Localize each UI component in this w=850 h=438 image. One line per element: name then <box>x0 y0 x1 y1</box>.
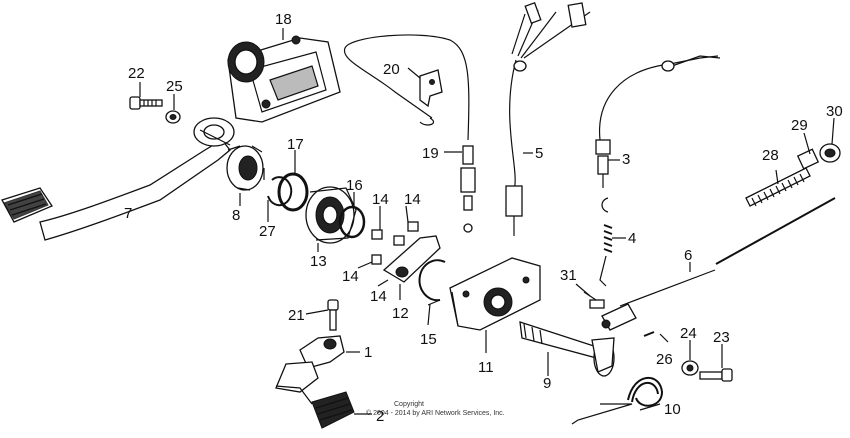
shift-pedal-rubber-2 <box>311 391 355 429</box>
cover-11 <box>449 257 541 331</box>
label-part-30: 30 <box>826 103 843 120</box>
label-part-19: 19 <box>422 145 439 162</box>
kick-starter-arm <box>39 117 235 241</box>
label-part-28: 28 <box>762 147 779 164</box>
rod-6 <box>601 197 836 331</box>
copyright-notice: Copyright © 2004 - 2014 by ARI Network S… <box>366 401 505 417</box>
label-part-3: 3 <box>622 151 630 168</box>
gear-13 <box>305 186 357 244</box>
circlip-27 <box>267 176 293 207</box>
cap-30 <box>819 143 841 163</box>
ring-17 <box>277 172 309 212</box>
shaft-9 <box>519 321 615 377</box>
nut-24 <box>681 360 699 376</box>
label-part-14c: 14 <box>342 268 359 285</box>
wire-5 <box>505 1 591 236</box>
part-labels: 22 25 18 20 19 5 3 4 29 30 28 6 31 7 8 2… <box>124 11 843 425</box>
copyright-line-2: © 2004 - 2014 by ARI Network Services, I… <box>366 409 505 417</box>
nut-29 <box>796 148 820 170</box>
label-part-16: 16 <box>346 177 363 194</box>
kick-pedal-rubber <box>1 187 53 223</box>
label-part-29: 29 <box>791 117 808 134</box>
bolt-31 <box>583 291 605 309</box>
label-part-9: 9 <box>543 375 551 392</box>
spring-4 <box>599 197 613 287</box>
label-part-15: 15 <box>420 331 437 348</box>
label-part-17: 17 <box>287 136 304 153</box>
label-part-31: 31 <box>560 267 577 284</box>
block-14 <box>371 221 419 265</box>
label-part-26: 26 <box>656 351 673 368</box>
leader-lines <box>139 28 835 415</box>
label-part-14a: 14 <box>372 191 389 208</box>
label-part-18: 18 <box>275 11 292 28</box>
label-part-5: 5 <box>535 145 543 162</box>
label-part-12: 12 <box>392 305 409 322</box>
label-part-22: 22 <box>128 65 145 82</box>
label-part-7: 7 <box>124 205 132 222</box>
label-part-20: 20 <box>383 61 400 78</box>
label-part-4: 4 <box>628 230 636 247</box>
label-part-14d: 14 <box>370 288 387 305</box>
label-part-23: 23 <box>713 329 730 346</box>
copyright-line-1: Copyright <box>394 401 424 408</box>
label-part-6: 6 <box>684 247 692 264</box>
label-part-11: 11 <box>478 359 494 376</box>
ratchet-8 <box>226 145 265 191</box>
label-part-1: 1 <box>364 344 372 361</box>
housing-18 <box>227 35 341 123</box>
plate-12 <box>382 235 441 283</box>
shift-pedal-1 <box>275 335 345 405</box>
label-part-10: 10 <box>664 401 681 418</box>
pin-26 <box>643 331 655 337</box>
bolt-23 <box>699 368 733 382</box>
cable-19 <box>343 34 476 233</box>
bolt-21 <box>327 299 339 331</box>
bracket-20 <box>419 69 443 108</box>
cable-3 <box>595 55 721 188</box>
label-part-2: 2 <box>376 408 384 425</box>
spring-10 <box>571 376 664 425</box>
label-part-13: 13 <box>310 253 327 270</box>
label-part-25: 25 <box>166 78 183 95</box>
rod-28 <box>745 167 811 207</box>
bolt-22 <box>129 96 163 110</box>
label-part-24: 24 <box>680 325 697 342</box>
label-part-27: 27 <box>259 223 276 240</box>
ring-16 <box>338 205 366 239</box>
label-part-21: 21 <box>288 307 305 324</box>
label-part-8: 8 <box>232 207 240 224</box>
label-part-14b: 14 <box>404 191 421 208</box>
spring-15 <box>418 259 446 306</box>
washer-25 <box>165 110 181 124</box>
